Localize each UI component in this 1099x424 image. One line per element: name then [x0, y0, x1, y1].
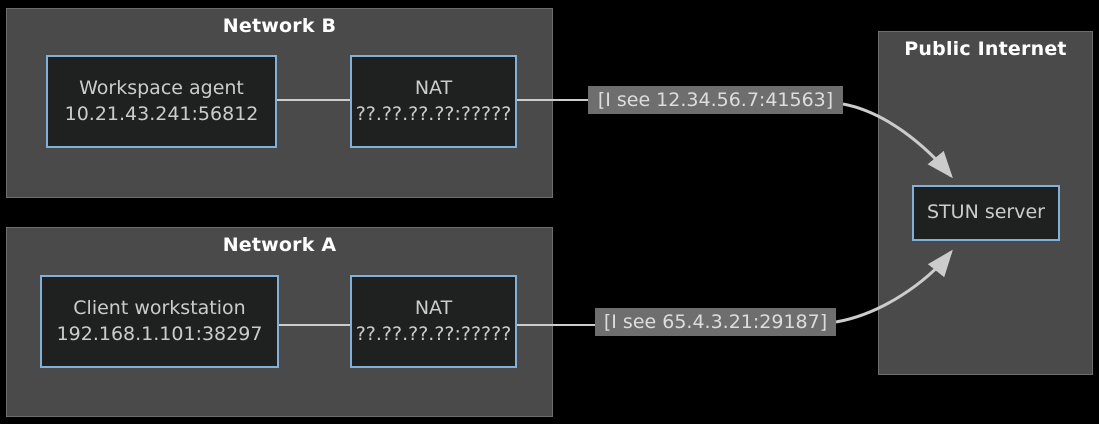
node-workspace-agent[interactable]: Workspace agent 10.21.43.241:56812 — [46, 55, 277, 148]
node-stun-server[interactable]: STUN server — [912, 185, 1060, 241]
node-client-workstation-line2: 192.168.1.101:38297 — [56, 322, 263, 345]
subgraph-title-network-b: Network B — [222, 15, 337, 37]
node-nat-b-line2: ??.??.??.??:????? — [355, 102, 512, 125]
node-client-workstation[interactable]: Client workstation 192.168.1.101:38297 — [40, 275, 279, 368]
node-nat-a-line2: ??.??.??.??:????? — [355, 322, 512, 345]
node-nat-b-line1: NAT — [414, 77, 453, 100]
subgraph-title-public-internet: Public Internet — [904, 38, 1067, 60]
edge-label-nat-b-to-stun: [I see 12.34.56.7:41563] — [588, 86, 843, 114]
edge-line-nat-b-to-label — [514, 99, 590, 101]
node-nat-b[interactable]: NAT ??.??.??.??:????? — [350, 55, 517, 148]
subgraph-title-network-a: Network A — [222, 234, 337, 256]
edge-line-workspace-agent-to-nat-b — [273, 99, 353, 101]
node-nat-a-line1: NAT — [414, 297, 453, 320]
edge-label-nat-a-to-stun: [I see 65.4.3.21:29187] — [595, 308, 836, 336]
edge-line-nat-a-to-label — [514, 324, 597, 326]
node-stun-server-line1: STUN server — [927, 201, 1045, 224]
node-nat-a[interactable]: NAT ??.??.??.??:????? — [350, 275, 517, 368]
node-workspace-agent-line2: 10.21.43.241:56812 — [64, 102, 259, 125]
edge-line-client-workstation-to-nat-a — [276, 324, 353, 326]
node-client-workstation-line1: Client workstation — [73, 297, 246, 320]
node-workspace-agent-line1: Workspace agent — [79, 77, 244, 100]
